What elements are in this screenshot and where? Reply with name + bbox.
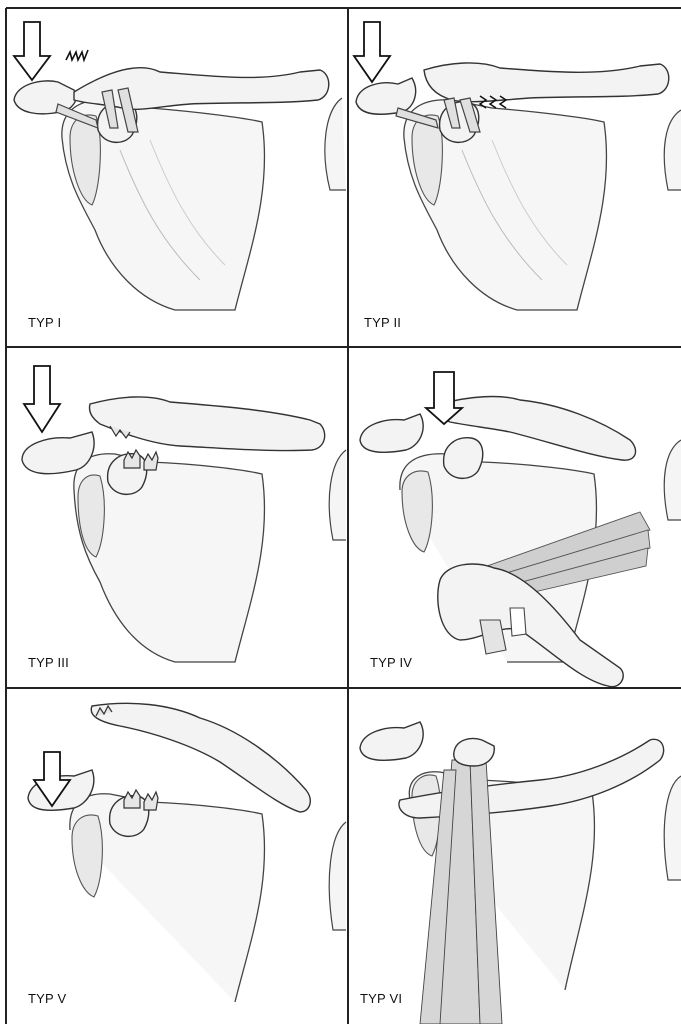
clavicle xyxy=(91,703,310,812)
panel-typ-6: TYP VI xyxy=(360,722,681,1024)
panel-label: TYP IV xyxy=(370,655,412,670)
force-arrow-icon xyxy=(14,22,50,80)
panel-label: TYP II xyxy=(364,315,401,330)
force-arrow-icon xyxy=(354,22,390,82)
panel-label: TYP VI xyxy=(360,991,402,1006)
panel-typ-5: TYP V xyxy=(28,703,346,1006)
force-arrow-icon xyxy=(24,366,60,432)
panel-label: TYP I xyxy=(28,315,61,330)
panel-label: TYP V xyxy=(28,991,66,1006)
panel-label: TYP III xyxy=(28,655,69,670)
clavicle xyxy=(424,63,669,102)
panel-typ-4: TYP IV xyxy=(360,372,681,687)
acromion xyxy=(360,414,423,452)
acromion xyxy=(360,722,423,760)
strain-icon xyxy=(480,96,506,108)
strain-icon xyxy=(66,50,88,60)
acromion xyxy=(356,78,416,114)
panel-typ-3: TYP III xyxy=(22,366,346,670)
coracoid-process xyxy=(444,438,483,479)
panel-typ-1: TYP I xyxy=(14,22,346,330)
panel-typ-2: TYP II xyxy=(354,22,681,330)
coracoid-process xyxy=(454,739,495,767)
clavicle xyxy=(89,397,324,451)
